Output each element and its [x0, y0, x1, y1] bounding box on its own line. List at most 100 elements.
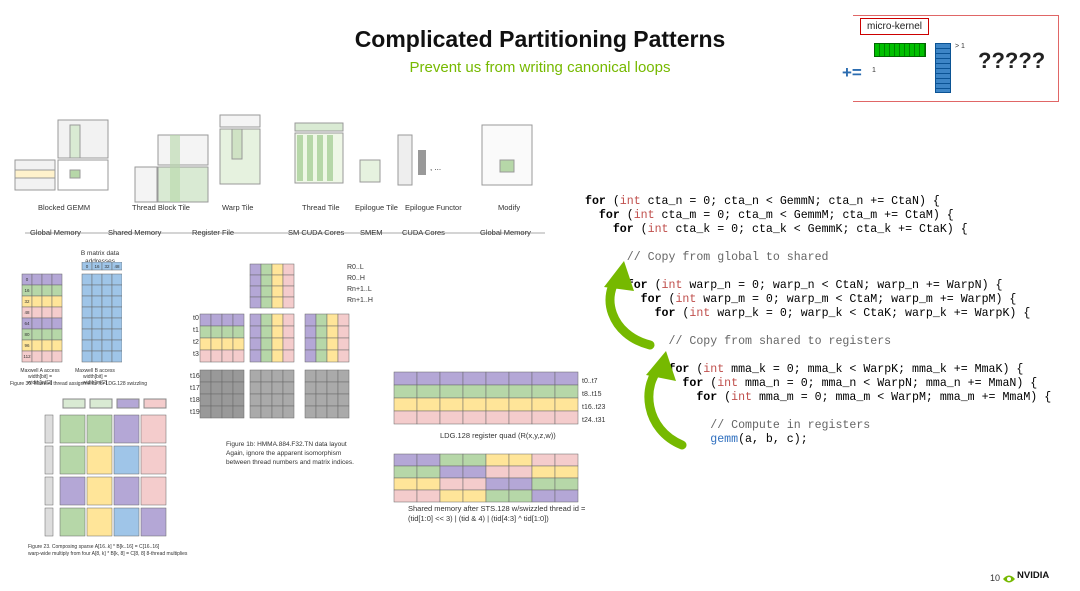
hmma-d2-cell	[315, 393, 328, 407]
sts-cell	[462, 489, 487, 503]
product-cell	[113, 507, 140, 537]
hmma-a-cell	[221, 313, 234, 327]
ldg-cell	[393, 410, 418, 425]
fig1b-caption-1: Figure 1b: HMMA.884.F32.TN data layout	[226, 441, 347, 448]
hmma-b-cell	[271, 274, 284, 287]
hmma-b-cell	[249, 285, 262, 298]
hmma-c2-cell	[282, 393, 295, 407]
a-cell	[41, 284, 53, 297]
hmma-a-cell	[210, 349, 223, 363]
b-cell	[111, 317, 122, 330]
svg-text:, ...: , ...	[430, 163, 441, 172]
hmma-d2-cell	[304, 381, 317, 395]
hmma-d2-cell	[315, 405, 328, 419]
mem-register-file: Register File	[192, 228, 235, 237]
mem-global-memory: Global Memory	[30, 228, 81, 237]
ldg-cell	[531, 371, 556, 386]
hmma-d-cell	[326, 313, 339, 327]
b-cell	[91, 284, 103, 297]
product-cell	[113, 414, 140, 444]
sts-cell	[485, 453, 510, 467]
sts-cell	[485, 465, 510, 479]
ldg128-register-quad	[393, 371, 579, 425]
ldg-cell	[508, 371, 533, 386]
hmma-a2-cell	[232, 405, 245, 419]
hmma-c-cell	[260, 325, 273, 339]
b-cell	[81, 328, 93, 341]
hmma-b-cell	[282, 263, 295, 276]
code-line: for (int cta_m = 0; cta_m < GemmM; cta_m…	[598, 209, 954, 222]
figure-30-caption: Figure 30. Maxwell thread assignments fo…	[10, 381, 148, 387]
hmma-c2-cell	[260, 405, 273, 419]
ldg-cell	[393, 371, 418, 386]
hmma-d2-cell	[337, 393, 350, 407]
row-header-cell	[44, 445, 54, 475]
hmma-c-cell	[249, 349, 262, 363]
b-cell	[111, 284, 122, 297]
ldg-cell	[393, 384, 418, 399]
plus-equals-operator: +=	[842, 63, 862, 82]
one-label: 1	[872, 67, 876, 74]
ldg-cell	[485, 371, 510, 386]
hmma-b-cell	[249, 296, 262, 309]
code-line: for (int cta_n = 0; cta_n < GemmN; cta_n…	[585, 195, 940, 208]
ldg-cell	[508, 384, 533, 399]
b-cell	[101, 284, 113, 297]
a-cell	[31, 350, 43, 363]
code-line: gemm(a, b, c);	[710, 433, 808, 446]
hmma-c-cell	[282, 349, 295, 363]
ldg-cell	[554, 384, 579, 399]
t-label-2: t2	[193, 339, 199, 346]
ldg-cell	[554, 371, 579, 386]
a-access-caption: Maxwell A access width[bit] = width[int*…	[20, 368, 60, 386]
b-cell	[81, 317, 93, 330]
hmma-c-cell	[282, 325, 295, 339]
hmma-d-cell	[315, 325, 328, 339]
code-line: for (int warp_k = 0; warp_k < CtaK; warp…	[654, 307, 1031, 320]
b-cell	[101, 295, 113, 308]
hmma-d2-cell	[304, 393, 317, 407]
ldg-cell	[531, 397, 556, 412]
product-cell	[113, 445, 140, 475]
fig1b-caption-3: between thread numbers and matrix indice…	[226, 459, 354, 466]
r-label-1: R0..H	[347, 275, 365, 282]
product-cell	[59, 445, 86, 475]
hmma-a-cell	[232, 313, 245, 327]
a-cell	[41, 350, 53, 363]
cell-label: 64	[24, 321, 30, 326]
a-cell	[41, 339, 53, 352]
mem-shared-memory: Shared Memory	[108, 228, 162, 237]
stage-thread-block-tile: Thread Block Tile	[132, 203, 190, 212]
hmma-b-cell	[249, 263, 262, 276]
sts-cell	[462, 453, 487, 467]
b-cell	[81, 295, 93, 308]
product-cell	[140, 476, 167, 506]
hmma-d-cell	[304, 325, 317, 339]
b-cell	[81, 306, 93, 319]
cell-label: 16	[94, 264, 100, 269]
blocked-gemm-graphic	[14, 119, 109, 191]
sts-cell	[554, 465, 579, 479]
mem-smem: SMEM	[360, 228, 383, 237]
b-cell	[101, 306, 113, 319]
hmma-b-cell	[260, 296, 273, 309]
ldg-thread-0: t0..t7	[582, 378, 598, 385]
b-cell	[81, 273, 93, 286]
b-cell	[91, 295, 103, 308]
hmma-a-cell	[221, 325, 234, 339]
cell-label: 48	[24, 310, 30, 315]
row-header-cell	[44, 507, 54, 537]
hmma-c2-cell	[260, 381, 273, 395]
hmma-a-cell	[232, 337, 245, 351]
ldg-cell	[439, 397, 464, 412]
ldg-cell	[439, 410, 464, 425]
a-cell	[41, 273, 53, 286]
hmma-c-cell	[271, 349, 284, 363]
micro-kernel-label: micro-kernel	[860, 18, 930, 35]
b-cell	[111, 350, 122, 363]
thread-block-tile-graphic	[134, 134, 209, 203]
a-cell	[51, 328, 63, 341]
row-header-cell	[44, 414, 54, 444]
hmma-d2-cell	[326, 393, 339, 407]
a-cell	[51, 284, 63, 297]
